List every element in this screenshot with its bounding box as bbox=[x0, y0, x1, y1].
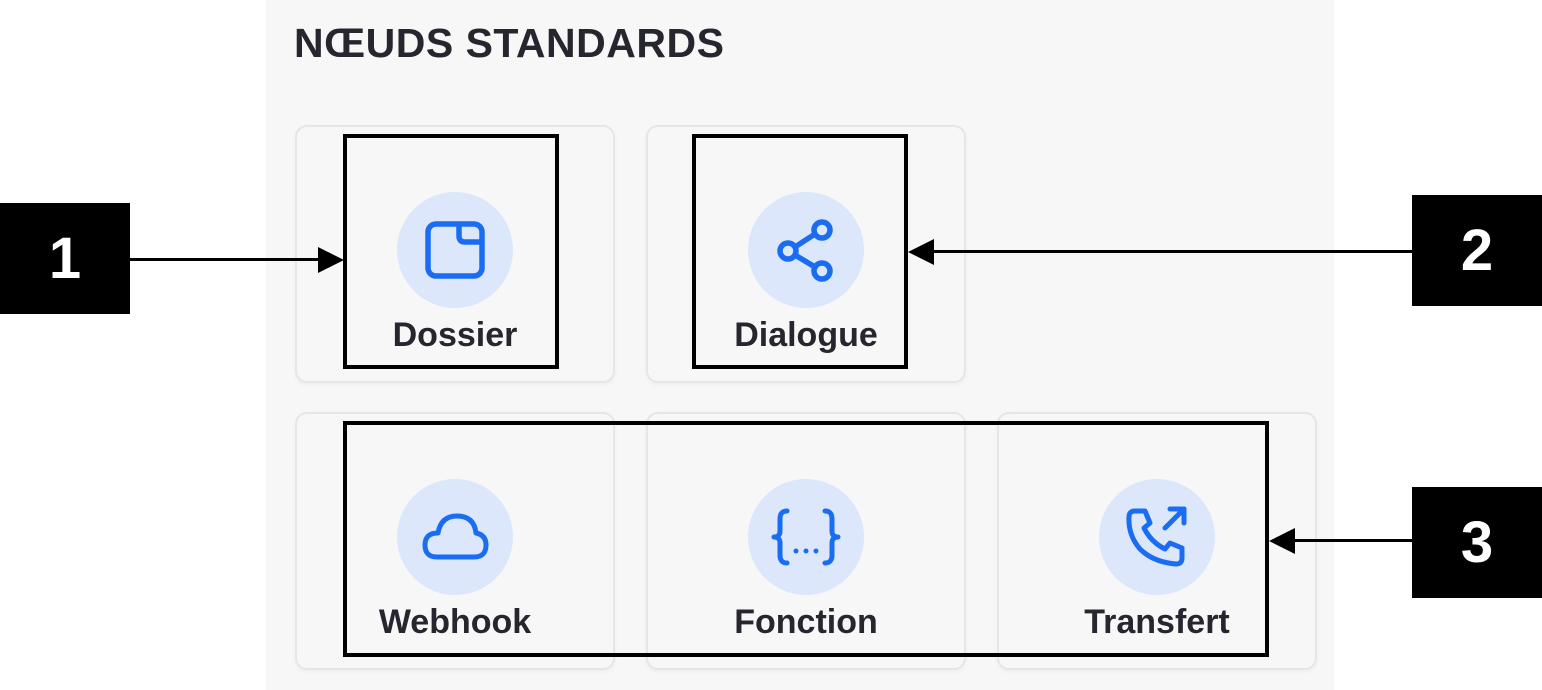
node-label: Fonction bbox=[734, 603, 878, 641]
highlight-box-3 bbox=[343, 421, 1269, 657]
arrow-head-left-icon bbox=[1269, 528, 1295, 554]
callout-arrow-1 bbox=[130, 258, 322, 261]
node-label: Transfert bbox=[1084, 603, 1230, 641]
node-label: Dialogue bbox=[734, 316, 878, 354]
folder-icon bbox=[397, 192, 513, 308]
node-card-dossier[interactable]: Dossier bbox=[295, 125, 615, 383]
node-label: Dossier bbox=[392, 316, 518, 354]
node-label: Webhook bbox=[378, 603, 532, 641]
node-card-webhook[interactable]: Webhook bbox=[295, 412, 615, 670]
callout-arrow-3 bbox=[1293, 539, 1412, 542]
callout-badge-2: 2 bbox=[1412, 195, 1542, 306]
node-card-fonction[interactable]: Fonction bbox=[646, 412, 966, 670]
phone-forward-icon bbox=[1099, 479, 1215, 595]
cloud-icon bbox=[397, 479, 513, 595]
section-title: NŒUDS STANDARDS bbox=[294, 20, 725, 66]
node-card-transfert[interactable]: Transfert bbox=[997, 412, 1317, 670]
share-icon bbox=[748, 192, 864, 308]
highlight-box-1 bbox=[343, 134, 559, 369]
braces-icon bbox=[748, 479, 864, 595]
highlight-box-2 bbox=[692, 134, 908, 369]
callout-arrow-2 bbox=[932, 250, 1412, 253]
arrow-head-left-icon bbox=[908, 239, 934, 265]
callout-badge-3: 3 bbox=[1412, 487, 1542, 598]
arrow-head-right-icon bbox=[318, 247, 344, 273]
callout-badge-1: 1 bbox=[0, 203, 130, 314]
